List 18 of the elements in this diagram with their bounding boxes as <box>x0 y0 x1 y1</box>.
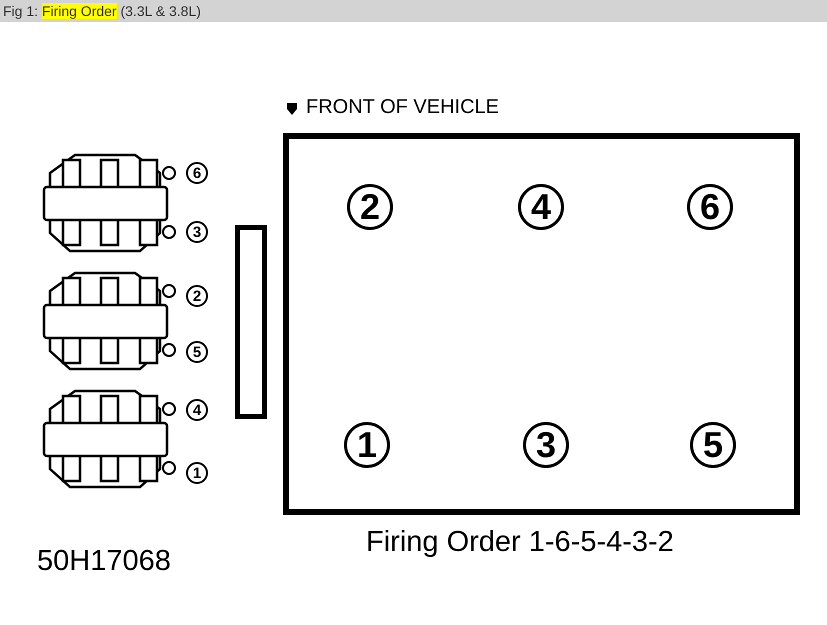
engine-block-outline <box>283 133 800 515</box>
coil-tower-number: 4 <box>186 399 208 421</box>
figure-title: Fig 1: Firing Order (3.3L & 3.8L) <box>0 0 827 22</box>
cylinder-number: 3 <box>523 422 569 468</box>
coil-tower-number: 3 <box>186 221 208 243</box>
cylinder-number: 1 <box>344 422 390 468</box>
cylinder-number: 4 <box>518 184 564 230</box>
cylinder-number: 6 <box>687 184 733 230</box>
coil-tower-number: 2 <box>186 285 208 307</box>
cylinder-number: 5 <box>690 422 736 468</box>
coil-tower-number: 5 <box>186 341 208 363</box>
figure-code: 50H17068 <box>37 545 171 578</box>
intake-bar <box>235 225 267 419</box>
firing-order-caption: Firing Order 1-6-5-4-3-2 <box>366 526 674 559</box>
cylinder-number: 2 <box>347 184 393 230</box>
coil-tower-number: 1 <box>186 462 208 484</box>
coil-tower-number: 6 <box>186 162 208 184</box>
front-of-vehicle-note: FRONT OF VEHICLE <box>306 96 499 119</box>
